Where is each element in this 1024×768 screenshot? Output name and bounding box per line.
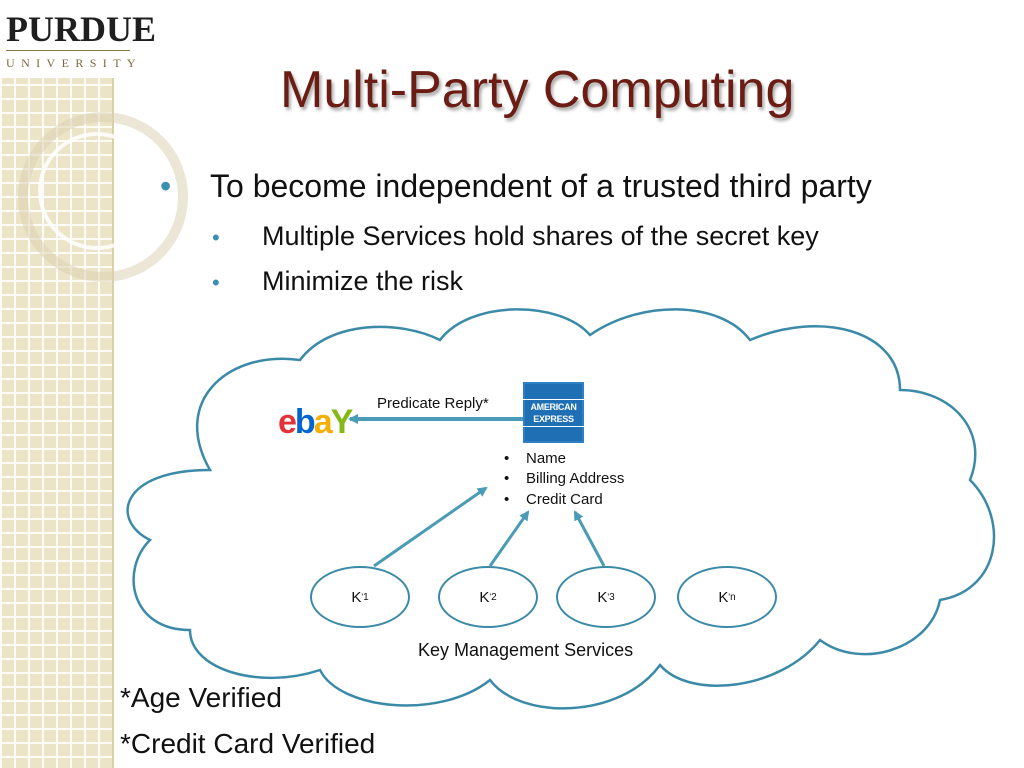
ebay-letter: a xyxy=(313,403,333,441)
key-prime: ' xyxy=(489,592,492,602)
key-index: n xyxy=(730,591,736,603)
main-bullet-text: To become independent of a trusted third… xyxy=(210,168,872,204)
sub-bullet: • Minimize the risk xyxy=(212,266,463,297)
key-base: K xyxy=(479,588,490,606)
ebay-letter: Y xyxy=(330,403,354,441)
key-node: K'2 xyxy=(438,566,538,628)
amex-field-text: Credit Card xyxy=(526,491,603,508)
logo-rule xyxy=(6,50,130,51)
amex-text: EXPRESS xyxy=(533,414,574,424)
key1-arrow-icon xyxy=(373,486,488,568)
logo-subtitle: UNIVERSITY xyxy=(6,56,142,70)
main-bullet: • To become independent of a trusted thir… xyxy=(160,168,872,205)
bullet-dot-icon: • xyxy=(160,168,172,204)
amex-field: • Billing Address xyxy=(504,470,624,487)
key-management-label: Key Management Services xyxy=(418,640,634,660)
ebay-logo: ebaY xyxy=(278,403,354,441)
decorative-ring-outer xyxy=(18,112,188,282)
ebay-letter: e xyxy=(278,403,297,441)
predicate-reply-label: Predicate Reply* xyxy=(377,395,489,412)
ebay-letter: b xyxy=(294,403,316,441)
amex-text: AMERICAN xyxy=(530,402,577,412)
bullet-dot-icon: • xyxy=(504,450,510,467)
amex-field: • Credit Card xyxy=(504,491,603,508)
amex-band xyxy=(523,426,584,427)
amex-logo: AMERICAN EXPRESS xyxy=(523,382,584,443)
key-node: K'n xyxy=(677,566,777,628)
footnote: *Age Verified xyxy=(120,682,282,713)
key-base: K xyxy=(351,588,362,606)
key-node: K'1 xyxy=(310,566,410,628)
amex-field-text: Billing Address xyxy=(526,470,625,487)
sub-bullet: • Multiple Services hold shares of the se… xyxy=(212,221,819,252)
bullet-dot-icon: • xyxy=(504,491,510,508)
key-prime: ' xyxy=(607,592,610,602)
bullet-dot-icon: • xyxy=(212,225,220,250)
key-index: 2 xyxy=(491,591,497,603)
bullet-dot-icon: • xyxy=(212,270,220,295)
amex-field-text: Name xyxy=(526,450,567,467)
key-prime: ' xyxy=(728,592,731,602)
purdue-logo: PURDUE UNIVERSITY xyxy=(0,0,156,78)
key-base: K xyxy=(718,588,729,606)
key-base: K xyxy=(597,588,608,606)
amex-band xyxy=(523,399,584,400)
sub-bullet-text: Minimize the risk xyxy=(262,266,464,296)
key-node: K'3 xyxy=(556,566,656,628)
key-prime: ' xyxy=(361,592,364,602)
key2-arrow-icon xyxy=(488,510,530,567)
key-index: 1 xyxy=(363,591,369,603)
logo-wordmark: PURDUE xyxy=(6,9,156,49)
sub-bullet-text: Multiple Services hold shares of the sec… xyxy=(262,221,819,251)
slide-title: Multi-Party Computing xyxy=(280,61,795,119)
decorative-ring-inner xyxy=(38,132,156,250)
amex-field: • Name xyxy=(504,450,566,467)
bullet-dot-icon: • xyxy=(504,470,510,487)
footnote: *Credit Card Verified xyxy=(120,728,376,759)
strip-edge xyxy=(112,0,114,768)
key-index: 3 xyxy=(609,591,615,603)
key3-arrow-icon xyxy=(573,510,606,567)
